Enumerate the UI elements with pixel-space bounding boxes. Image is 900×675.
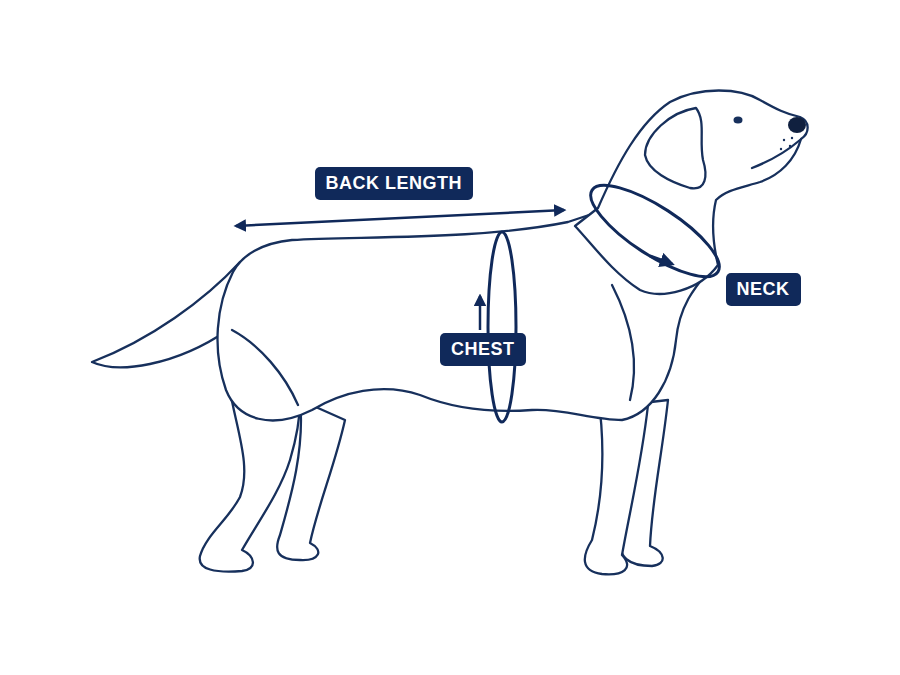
label-box: NECK (726, 273, 801, 306)
dog-contour (612, 285, 634, 400)
chest-measure-loop (488, 232, 516, 422)
measurement-label: BACK LENGTH (326, 173, 463, 194)
dog-nose (788, 117, 806, 133)
neck-arrow (650, 256, 672, 264)
measurement-label: CHEST (451, 339, 515, 360)
dog-contour (232, 330, 298, 405)
measurement-label: NECK (737, 279, 790, 300)
label-box: CHEST (440, 333, 526, 366)
dog-eye (734, 117, 743, 124)
dog-mouth (752, 140, 800, 168)
chest-arrow (479, 296, 482, 330)
label-box: BACK LENGTH (315, 167, 474, 200)
back-length-arrow (236, 210, 564, 226)
dog-ear (645, 108, 705, 188)
dog-front-leg (585, 395, 648, 574)
muzzle-dots (780, 137, 793, 150)
dog-head (575, 91, 808, 294)
neck-measure-loop (579, 170, 731, 292)
